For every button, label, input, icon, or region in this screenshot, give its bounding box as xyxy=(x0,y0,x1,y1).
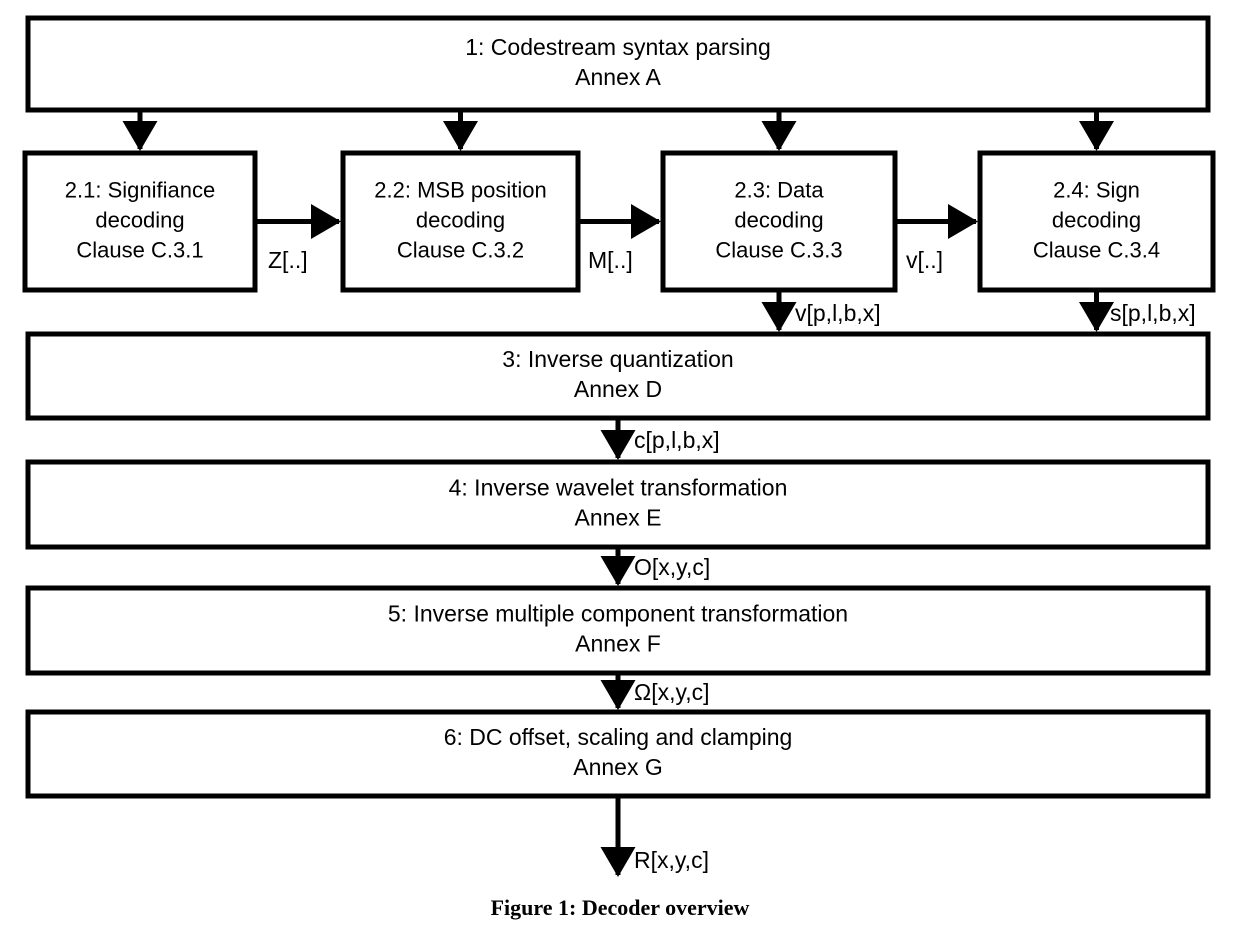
flow-connectors xyxy=(122,110,1114,878)
connector-label-e-3-to-4: c[p,l,b,x] xyxy=(634,427,720,453)
process-box-step-6[interactable]: 6: DC offset, scaling and clampingAnnex … xyxy=(25,709,1211,799)
box-label-line: Clause C.3.1 xyxy=(76,237,203,262)
box-label-line: 2.4: Sign xyxy=(1053,177,1140,202)
box-label-line: Annex G xyxy=(573,754,663,780)
flow-connector-labels: Z[..] M[..] v[..] v[p,l,b,x] s[p,l,b,x] c[p,l… xyxy=(268,247,1196,873)
box-outline xyxy=(25,331,1211,421)
connector-label-e-2-3-to-2-4: v[..] xyxy=(906,247,943,273)
box-label-line: 1: Codestream syntax parsing xyxy=(465,34,771,60)
box-label-line: Clause C.3.3 xyxy=(715,237,842,262)
box-label-line: decoding xyxy=(416,207,505,232)
connector-label-e-2-3-to-3: v[p,l,b,x] xyxy=(795,300,881,326)
figure-caption: Figure 1: Decoder overview xyxy=(491,895,750,920)
box-label-line: 2.2: MSB position xyxy=(374,177,546,202)
box-outline xyxy=(25,585,1211,676)
box-label-line: 2.3: Data xyxy=(734,177,824,202)
connector-label-e-2-2-to-2-3: M[..] xyxy=(588,247,633,273)
box-label-line: Annex A xyxy=(575,64,661,90)
box-outline xyxy=(977,150,1216,293)
box-outline xyxy=(340,150,581,293)
box-label-line: Clause C.3.2 xyxy=(397,237,524,262)
box-outline xyxy=(660,150,898,293)
box-outline xyxy=(25,709,1211,799)
box-label-line: decoding xyxy=(1052,207,1141,232)
connector-label-e-4-to-5: O[x,y,c] xyxy=(634,554,710,580)
box-outline xyxy=(25,15,1211,113)
box-label-line: 4: Inverse wavelet transformation xyxy=(449,475,788,501)
box-label-line: decoding xyxy=(95,207,184,232)
connector-label-e-2-1-to-2-2: Z[..] xyxy=(268,247,308,273)
box-outline xyxy=(25,459,1211,550)
box-label-line: 6: DC offset, scaling and clamping xyxy=(444,724,793,750)
connector-label-e-2-4-to-3: s[p,l,b,x] xyxy=(1110,300,1196,326)
process-box-step-5[interactable]: 5: Inverse multiple component transforma… xyxy=(25,585,1211,676)
box-label-line: 3: Inverse quantization xyxy=(502,346,733,372)
box-label-line: 5: Inverse multiple component transforma… xyxy=(388,601,848,627)
box-label-line: decoding xyxy=(734,207,823,232)
box-label-line: 2.1: Signifiance xyxy=(65,177,215,202)
box-label-line: Annex F xyxy=(575,631,661,657)
connector-label-e-5-to-6: Ω[x,y,c] xyxy=(634,679,710,705)
box-label-line: Annex D xyxy=(574,376,662,402)
box-label-line: Annex E xyxy=(575,505,662,531)
box-label-line: Clause C.3.4 xyxy=(1033,237,1160,262)
connector-label-e-6-to-out: R[x,y,c] xyxy=(634,847,709,873)
